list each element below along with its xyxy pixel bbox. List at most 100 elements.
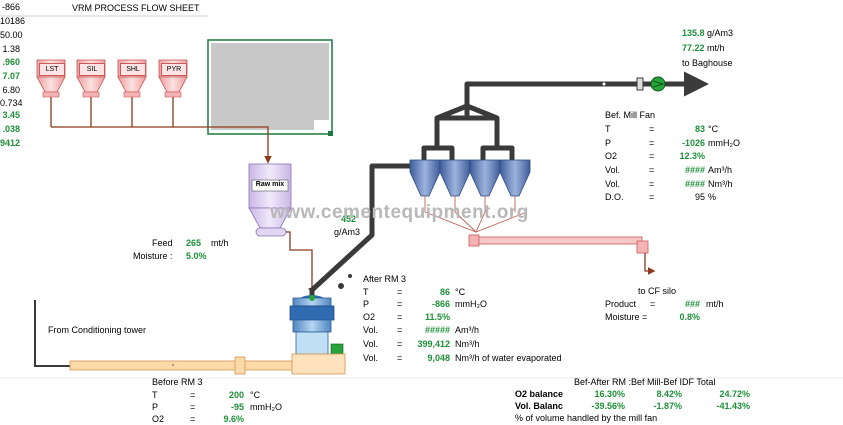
param-value: #### bbox=[684, 165, 705, 175]
left-value: 3.45 bbox=[2, 110, 20, 120]
vol-balance-value: -41.43% bbox=[716, 401, 750, 411]
vertical-roller-mill bbox=[289, 295, 344, 355]
param-value: 12.3% bbox=[679, 151, 705, 161]
product-eq: = bbox=[650, 299, 656, 309]
param-unit: °C bbox=[455, 287, 466, 297]
param-label: O2 bbox=[605, 151, 618, 161]
param-eq: = bbox=[649, 138, 655, 148]
param-label: O2 bbox=[363, 312, 376, 322]
before-rm-title: Before RM 3 bbox=[152, 377, 203, 387]
param-eq: = bbox=[397, 339, 403, 349]
param-label: T bbox=[363, 287, 369, 297]
param-value: -95 bbox=[230, 402, 244, 412]
param-unit: mmH₂O bbox=[250, 402, 282, 412]
o2-balance-label: O2 balance bbox=[515, 389, 564, 399]
param-unit: % bbox=[708, 192, 717, 202]
param-label: Vol. bbox=[605, 179, 621, 189]
left-value: -866 bbox=[1, 2, 20, 12]
param-unit: Am³/h bbox=[708, 165, 733, 175]
cyclone-1 bbox=[409, 159, 441, 197]
fan-damper bbox=[636, 77, 644, 91]
left-value: .960 bbox=[2, 57, 20, 67]
cf-silo-label: to CF silo bbox=[638, 286, 677, 296]
product-unit: mt/h bbox=[706, 299, 724, 309]
param-label: P bbox=[152, 402, 159, 412]
param-value: 9.6% bbox=[223, 414, 244, 424]
hot-gas-inlet-line bbox=[34, 300, 70, 367]
page-title: VRM PROCESS FLOW SHEET bbox=[72, 3, 200, 13]
param-label: T bbox=[605, 124, 611, 134]
param-unit: mmH₂O bbox=[455, 299, 487, 309]
param-value: 200 bbox=[228, 390, 244, 400]
param-unit: °C bbox=[250, 390, 261, 400]
hopper-label-sil: SIL bbox=[79, 63, 105, 76]
param-value: 83 bbox=[694, 124, 705, 134]
mill-fan-icon bbox=[650, 76, 666, 92]
balance-note: % of volume handled by the mill fan bbox=[515, 413, 658, 423]
left-value: 50.00 bbox=[0, 30, 23, 40]
baghouse-flow-value: 77.22 bbox=[682, 43, 705, 53]
param-eq: = bbox=[190, 414, 196, 424]
param-value: -1026 bbox=[681, 138, 705, 148]
param-label: O2 bbox=[152, 414, 165, 424]
moisture-label: Moisture : bbox=[133, 251, 173, 261]
watermark: www.cementequipment.org bbox=[270, 202, 529, 223]
param-label: P bbox=[363, 299, 370, 309]
param-unit: mmH₂O bbox=[708, 138, 740, 148]
grey-bin-window bbox=[207, 39, 333, 136]
feed-to-mill-line bbox=[286, 231, 316, 296]
param-value: 95 bbox=[694, 192, 705, 202]
param-label: P bbox=[605, 138, 612, 148]
after-rm-title: After RM 3 bbox=[363, 274, 407, 284]
left-value: 10186 bbox=[0, 16, 26, 26]
silo-moisture-value: 0.8% bbox=[679, 312, 700, 322]
param-eq: = bbox=[649, 124, 655, 134]
param-value: -866 bbox=[431, 299, 450, 309]
o2-balance-value: 8.42% bbox=[656, 389, 682, 399]
mill-fan-title: Bef. Mill Fan bbox=[605, 110, 656, 120]
param-eq: = bbox=[649, 179, 655, 189]
baghouse-dust-value: 135.8 bbox=[682, 28, 705, 38]
param-value: #### bbox=[684, 179, 705, 189]
param-label: Vol. bbox=[605, 165, 621, 175]
o2-balance-value: 24.72% bbox=[719, 389, 750, 399]
param-value: 11.5% bbox=[424, 312, 450, 322]
cyclone-2 bbox=[439, 159, 471, 197]
baghouse-label: to Baghouse bbox=[682, 58, 733, 68]
param-eq: = bbox=[190, 390, 196, 400]
param-label: Vol. bbox=[363, 339, 379, 349]
param-unit: Nm³/h bbox=[708, 179, 733, 189]
product-conveyor bbox=[468, 234, 656, 275]
param-value: 9,048 bbox=[427, 353, 450, 363]
left-value: 6.80 bbox=[2, 85, 20, 95]
param-value: 399,412 bbox=[417, 339, 450, 349]
param-label: Vol. bbox=[363, 325, 379, 335]
param-unit: Nm³/h of water evaporated bbox=[455, 353, 562, 363]
param-eq: = bbox=[397, 312, 403, 322]
param-eq: = bbox=[397, 287, 403, 297]
left-value: 0.734 bbox=[0, 98, 23, 108]
duct-dust-unit: g/Am3 bbox=[334, 227, 361, 237]
conditioning-tower-label: From Conditioning tower bbox=[48, 325, 147, 335]
hopper-label-pyr: PYR bbox=[161, 63, 187, 76]
moisture-value: 5.0% bbox=[186, 251, 207, 261]
param-eq: = bbox=[190, 402, 196, 412]
param-value: ##### bbox=[424, 325, 450, 335]
vol-balance-label: Vol. Balanc bbox=[515, 401, 563, 411]
param-eq: = bbox=[649, 151, 655, 161]
param-eq: = bbox=[397, 299, 403, 309]
silo-moisture-label: Moisture = bbox=[605, 312, 648, 322]
hot-gas-conveyor bbox=[69, 353, 346, 375]
cyclone-group bbox=[409, 159, 531, 197]
param-unit: °C bbox=[708, 124, 719, 134]
param-value: 86 bbox=[439, 287, 450, 297]
left-value: .038 bbox=[2, 124, 20, 134]
param-label: D.O. bbox=[605, 192, 624, 202]
cyclone-4 bbox=[499, 159, 531, 197]
param-label: T bbox=[152, 390, 158, 400]
mill-outlet-duct bbox=[309, 163, 462, 296]
baghouse-flow-unit: mt/h bbox=[707, 43, 725, 53]
param-unit: Am³/h bbox=[455, 325, 480, 335]
vol-balance-value: -1.87% bbox=[653, 401, 682, 411]
feed-unit: mt/h bbox=[211, 238, 229, 248]
